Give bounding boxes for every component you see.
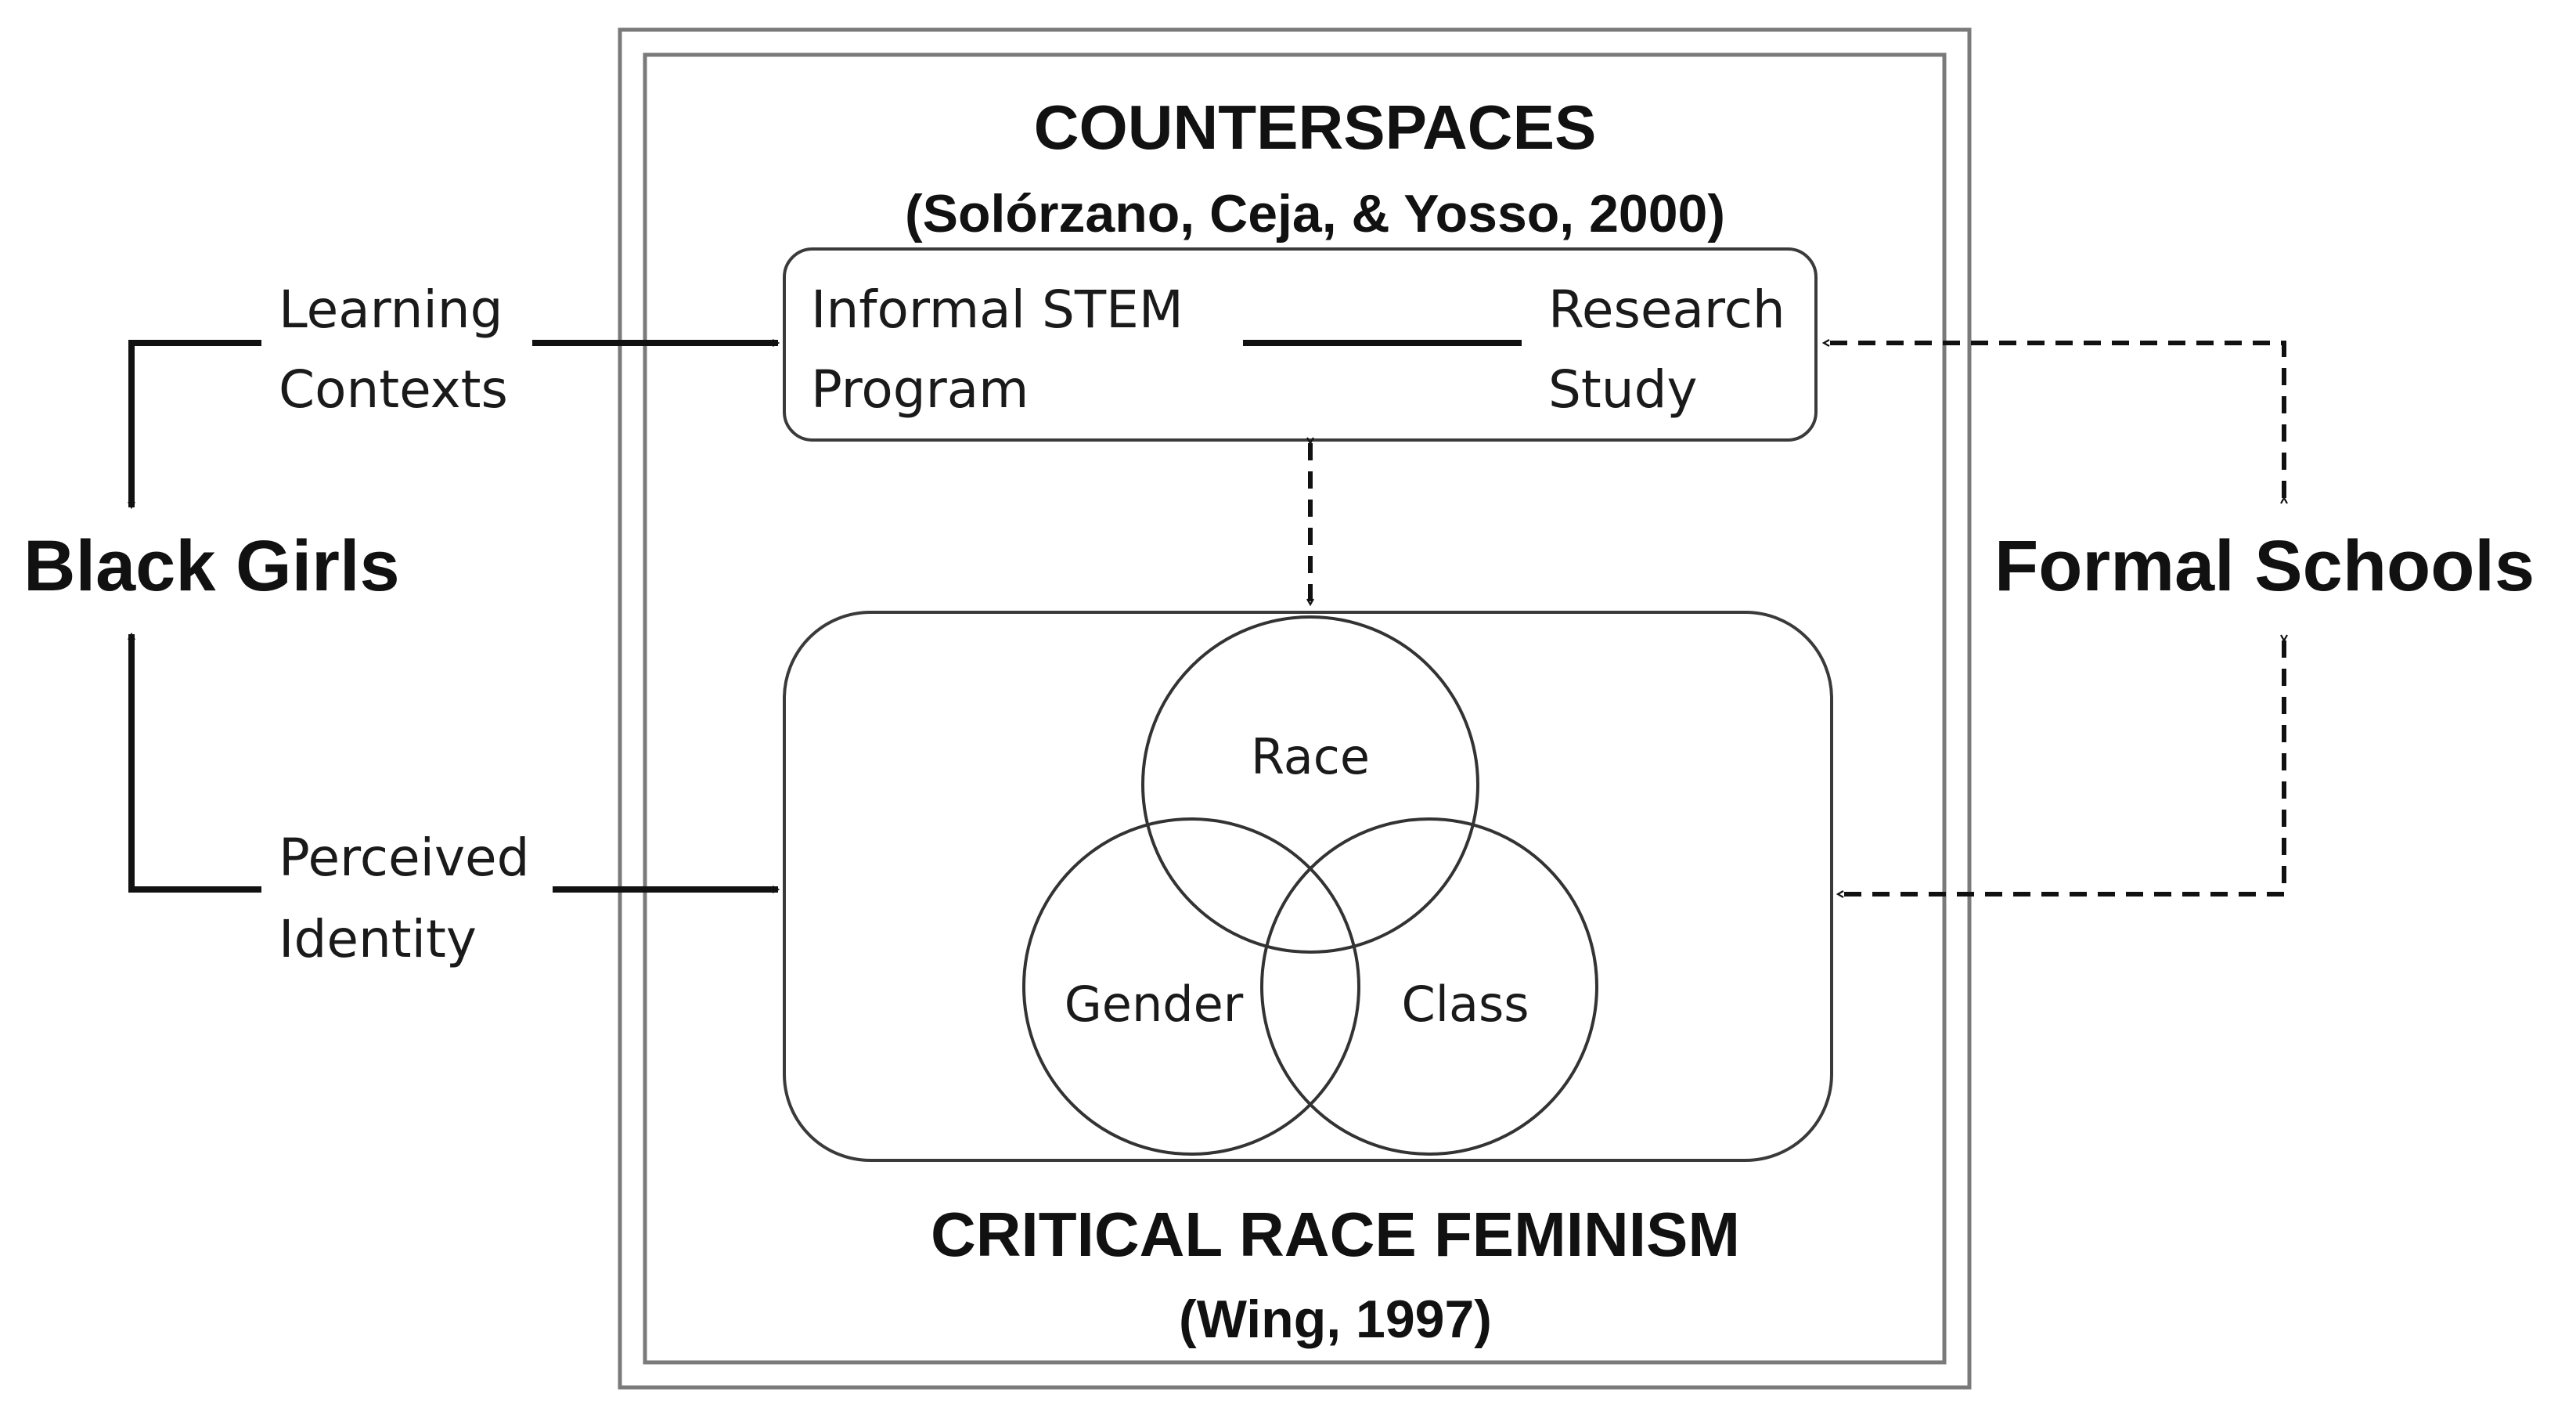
venn-circle-class — [1260, 817, 1598, 1156]
venn-label-class: Class — [1401, 976, 1529, 1033]
venn-label-gender: Gender — [1065, 976, 1244, 1033]
perceived-identity-arrow-to-black-girls — [132, 634, 261, 893]
research-study-label-line2: Study — [1548, 359, 1698, 420]
research-study-label-line1: Research — [1548, 280, 1785, 340]
perceived-identity-label-line2: Identity — [279, 909, 477, 969]
formal-schools-to-research-arrow — [1824, 343, 2284, 498]
informal-stem-label-line2: Program — [811, 359, 1029, 420]
black-girls-label: Black Girls — [23, 526, 400, 606]
learning-contexts-arrow-to-black-girls — [132, 340, 261, 507]
venn-circle-race — [1141, 615, 1479, 954]
learning-contexts-label-line2: Contexts — [279, 359, 508, 420]
crf-title: CRITICAL RACE FEMINISM — [931, 1200, 1740, 1269]
crf-box — [783, 611, 1833, 1162]
counterspaces-title: COUNTERSPACES — [1034, 92, 1597, 162]
formal-schools-to-crf-arrow — [1838, 640, 2284, 894]
perceived-identity-label-line1: Perceived — [279, 828, 530, 888]
informal-stem-label-line1: Informal STEM — [811, 280, 1184, 340]
counterspaces-citation: (Solórzano, Ceja, & Yosso, 2000) — [905, 184, 1725, 244]
formal-schools-label: Formal Schools — [1994, 526, 2535, 606]
crf-citation: (Wing, 1997) — [1179, 1290, 1492, 1349]
venn-label-race: Race — [1251, 728, 1370, 785]
venn-circle-gender — [1022, 817, 1360, 1156]
learning-contexts-label-line1: Learning — [279, 280, 503, 340]
